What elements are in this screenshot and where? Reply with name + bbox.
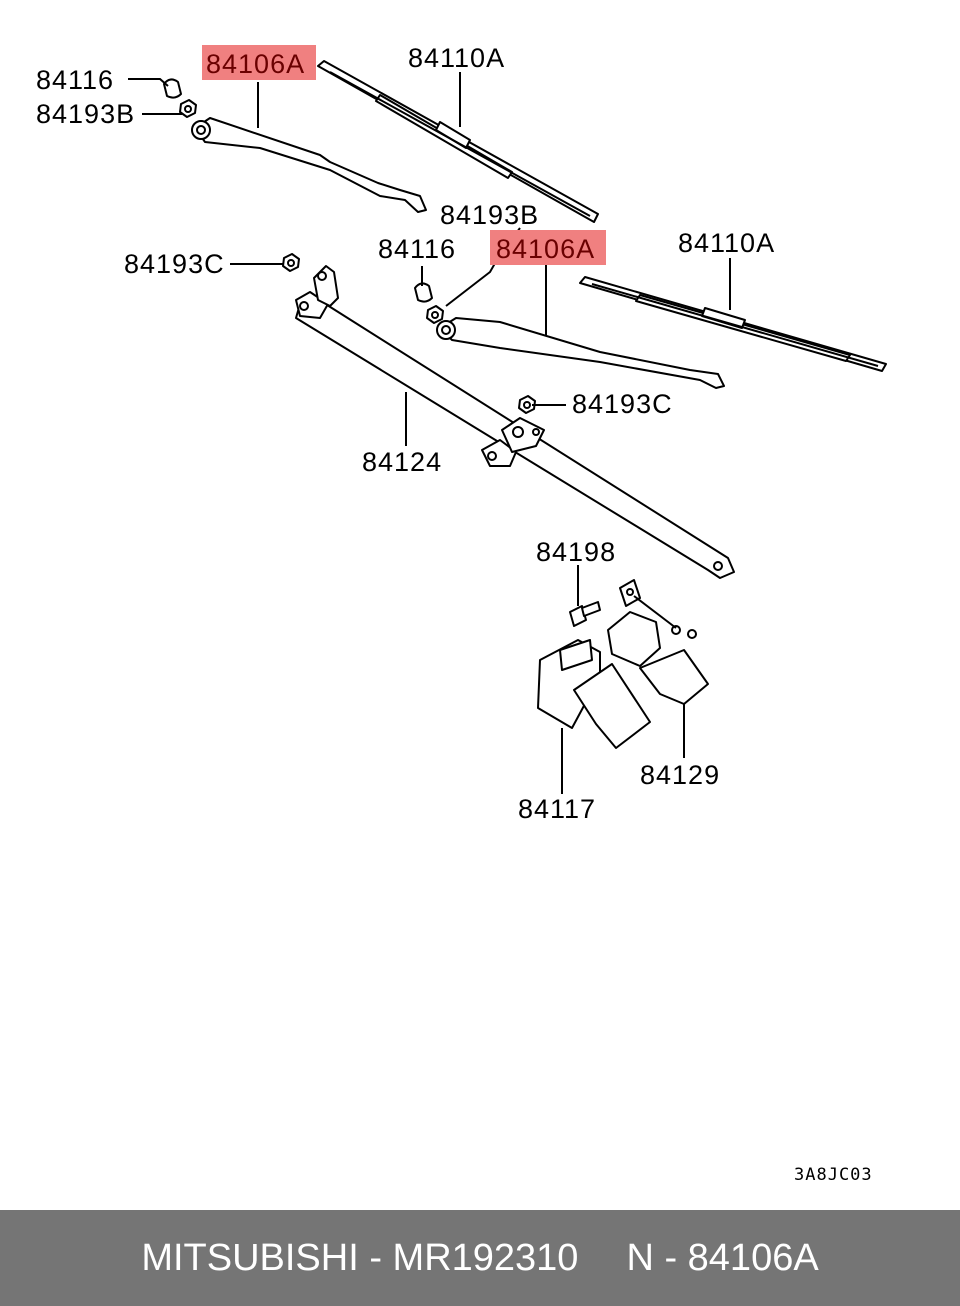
wiper-arm-left bbox=[191, 117, 427, 213]
nut-84193c-right bbox=[518, 395, 536, 414]
bolt-84198 bbox=[569, 601, 601, 627]
callout-84198: 84198 bbox=[536, 537, 616, 567]
wiper-linkage bbox=[295, 265, 735, 579]
highlight-box-84106a-upper bbox=[202, 45, 316, 80]
footer-ref: N - 84106A bbox=[626, 1236, 819, 1279]
wiper-motor-84129 bbox=[607, 579, 709, 705]
callout-84106a-lower: 84106A bbox=[496, 234, 595, 264]
parts-diagram: 84116 84193B 84106A 84110A 84193B 84116 … bbox=[36, 43, 887, 1185]
callout-84193b-upper: 84193B bbox=[36, 99, 135, 129]
callout-84116-upper: 84116 bbox=[36, 65, 114, 95]
nut-84193b-lower bbox=[426, 305, 444, 324]
callout-84110a-upper: 84110A bbox=[408, 43, 505, 73]
callout-84193c-right: 84193C bbox=[572, 389, 673, 419]
callout-84110a-lower: 84110A bbox=[678, 228, 775, 258]
nut-84193c-left bbox=[282, 253, 300, 272]
footer-bar: MITSUBISHI - MR192310 N - 84106A bbox=[0, 1210, 960, 1306]
cap-84116-lower bbox=[414, 282, 433, 303]
motor-cover-84117 bbox=[537, 639, 651, 749]
cap-84116-upper bbox=[163, 78, 182, 99]
drawing-code: 3A8JC03 bbox=[794, 1165, 873, 1185]
callout-84106a-upper: 84106A bbox=[206, 49, 305, 79]
callout-84116-lower: 84116 bbox=[378, 234, 456, 264]
callout-84124: 84124 bbox=[362, 447, 442, 477]
nut-84193b-upper bbox=[179, 99, 197, 118]
callout-84193c-left: 84193C bbox=[124, 249, 225, 279]
callout-84193b-lower: 84193B bbox=[440, 200, 539, 230]
highlight-box-84106a-lower bbox=[490, 230, 606, 265]
leader-lines bbox=[128, 72, 731, 794]
wiper-blade-right bbox=[579, 276, 887, 372]
callout-84117: 84117 bbox=[518, 794, 596, 824]
callout-84129: 84129 bbox=[640, 760, 720, 790]
wiper-arm-right bbox=[436, 317, 725, 389]
footer-brand-part: MITSUBISHI - MR192310 bbox=[141, 1236, 579, 1279]
wiper-blade-left bbox=[317, 60, 599, 223]
